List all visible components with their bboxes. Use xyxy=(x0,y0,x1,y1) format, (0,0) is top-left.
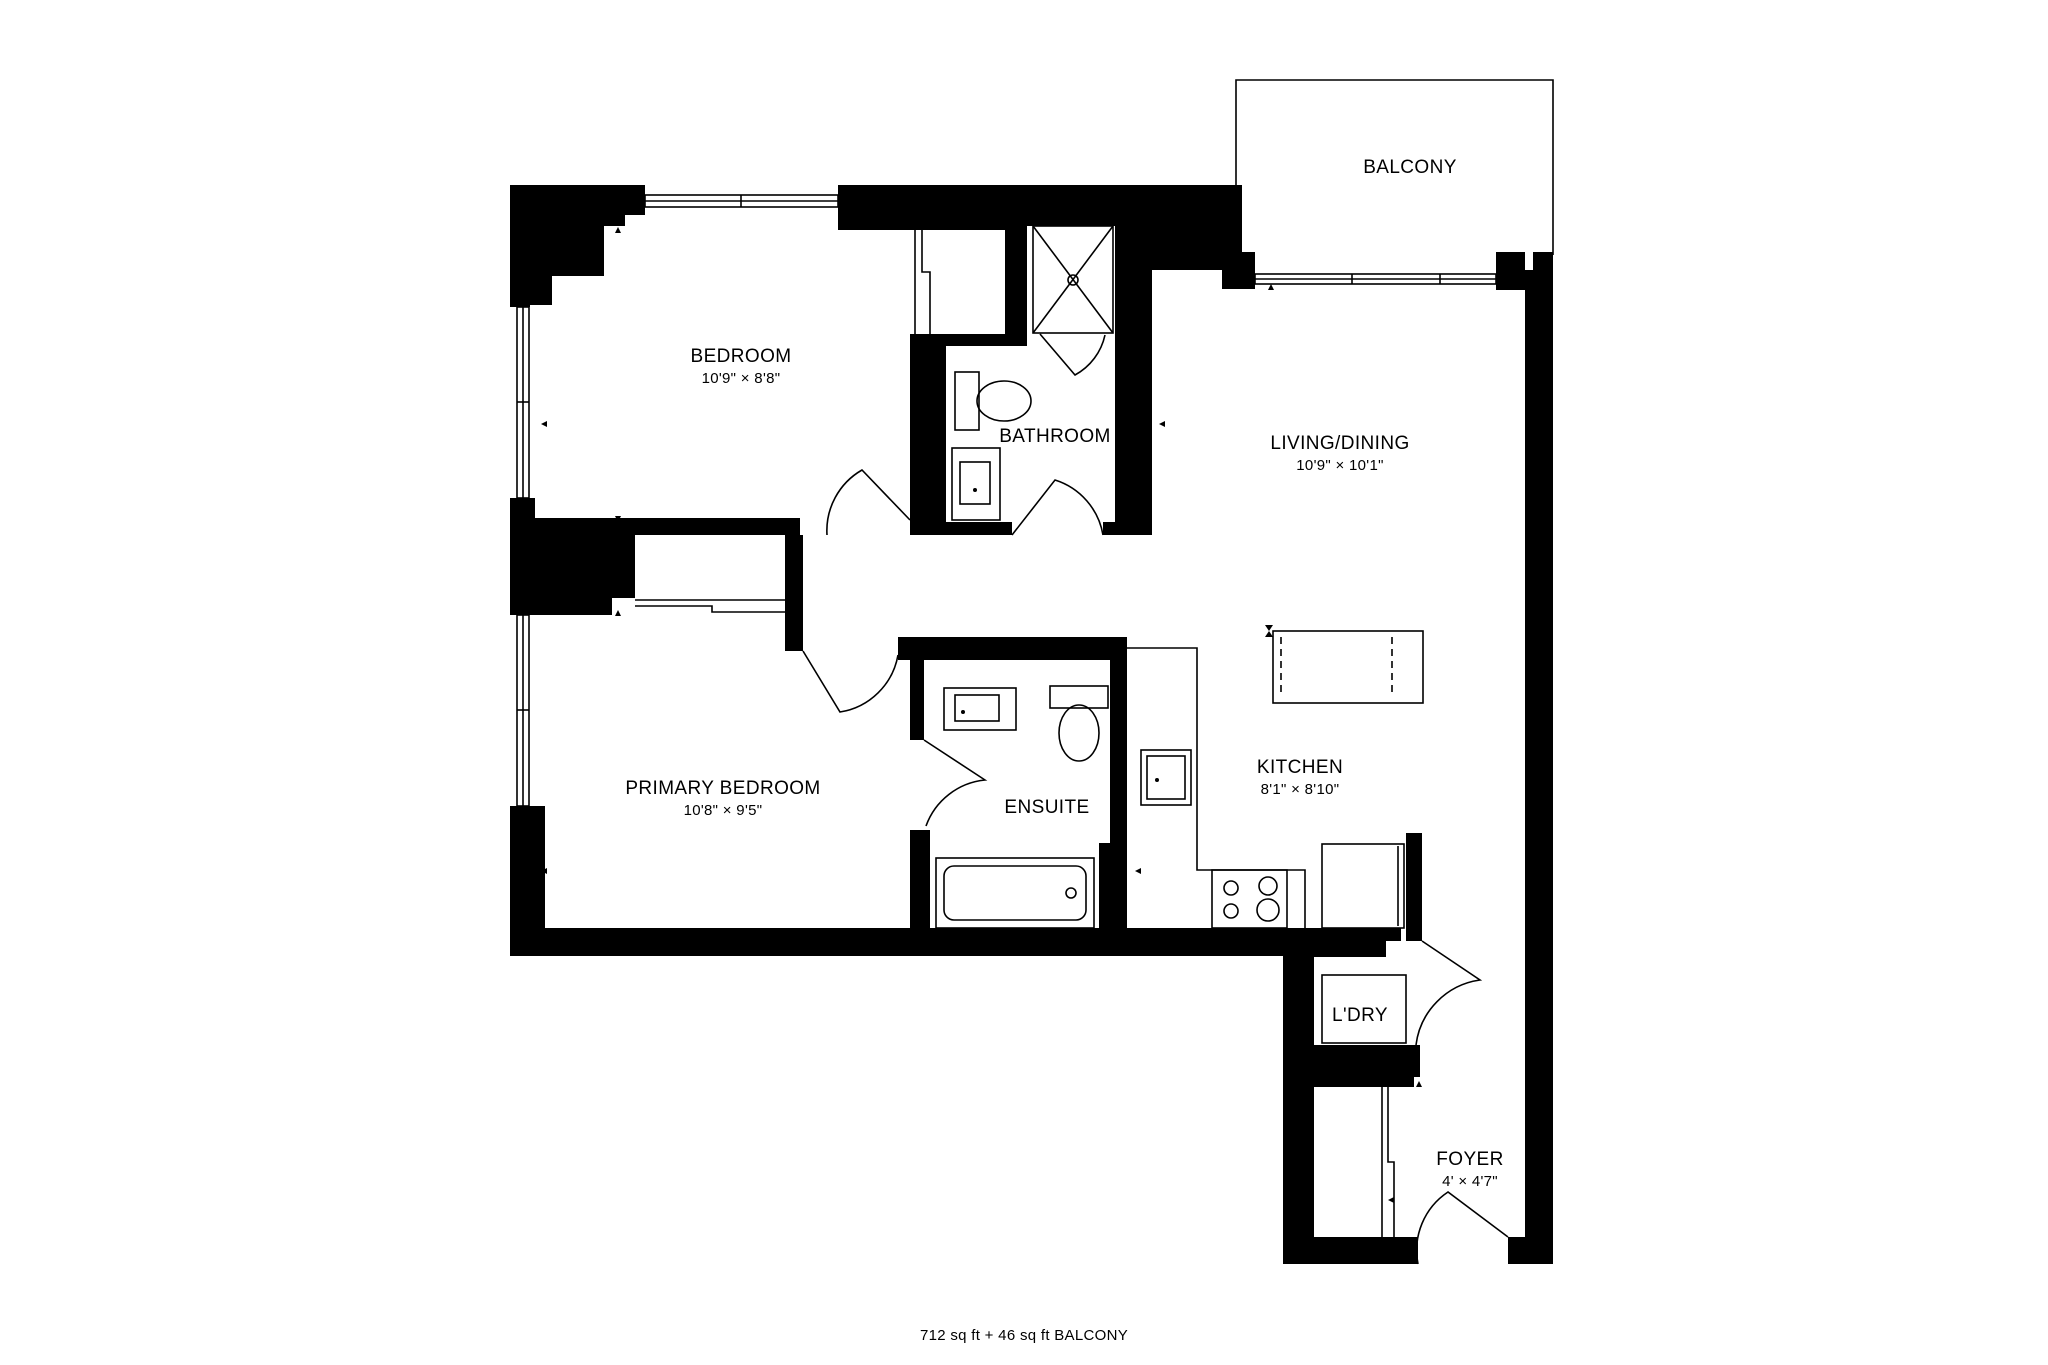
fridge xyxy=(1321,843,1405,929)
wall-middle-stub xyxy=(785,535,803,651)
walls xyxy=(510,185,1553,1264)
windows xyxy=(516,194,1497,807)
label-bedroom: BEDROOM xyxy=(691,346,792,367)
shower xyxy=(1032,225,1114,334)
dimension-ticks xyxy=(541,227,1531,1203)
wall-bathroom xyxy=(910,334,1027,535)
label-primary-bedroom: PRIMARY BEDROOM xyxy=(625,778,820,799)
bathtub xyxy=(935,857,1095,929)
label-kitchen: KITCHEN xyxy=(1257,757,1343,778)
label-balcony: BALCONY xyxy=(1363,157,1457,178)
wall-top-center xyxy=(838,185,1255,290)
wall-ensuite xyxy=(898,637,1127,928)
doors xyxy=(802,333,1509,1265)
wall-bedroom-corner xyxy=(510,185,645,307)
label-bathroom: BATHROOM xyxy=(999,426,1111,447)
wall-laundry xyxy=(1283,941,1416,1087)
dims-primary-bedroom: 10'8" × 9'5" xyxy=(684,802,763,819)
kitchen-island xyxy=(1265,625,1424,704)
balcony-area xyxy=(1235,79,1554,265)
label-living-dining: LIVING/DINING xyxy=(1270,433,1409,454)
area-summary: 712 sq ft + 46 sq ft BALCONY xyxy=(920,1327,1128,1344)
dims-kitchen: 8'1" × 8'10" xyxy=(1261,781,1340,798)
dims-living-dining: 10'9" × 10'1" xyxy=(1296,457,1383,474)
wall-middle-pier xyxy=(510,498,800,615)
label-ensuite: ENSUITE xyxy=(1004,797,1089,818)
wall-right-exterior xyxy=(1496,252,1553,1264)
stove xyxy=(1211,869,1288,929)
bathroom-toilet xyxy=(954,371,1032,431)
washer-dryer xyxy=(1321,974,1407,1044)
ensuite-vanity xyxy=(943,687,1017,731)
room-labels: BALCONY BEDROOM 10'9" × 8'8" BATHROOM LI… xyxy=(625,157,1503,1190)
wall-bathroom-right xyxy=(1103,290,1152,535)
wall-kitchen-bottom xyxy=(1127,928,1401,941)
wall-shower-left xyxy=(1005,226,1027,334)
wall-laundry-bottom-right xyxy=(1398,1045,1420,1077)
wall-ensuite-left-lower xyxy=(910,830,930,930)
wall-foyer xyxy=(1283,1077,1418,1264)
kitchen-counter xyxy=(1127,647,1306,928)
wall-foyer-closet-top xyxy=(1314,1077,1414,1087)
bathroom-vanity xyxy=(951,447,1001,521)
ensuite-toilet xyxy=(1049,685,1109,762)
label-laundry: L'DRY xyxy=(1332,1005,1388,1026)
dims-bedroom: 10'9" × 8'8" xyxy=(702,370,781,387)
wall-laundry-right-stub xyxy=(1406,833,1422,941)
label-foyer: FOYER xyxy=(1436,1149,1503,1170)
fixtures xyxy=(935,225,1424,1044)
dims-foyer: 4' × 4'7" xyxy=(1442,1173,1498,1190)
